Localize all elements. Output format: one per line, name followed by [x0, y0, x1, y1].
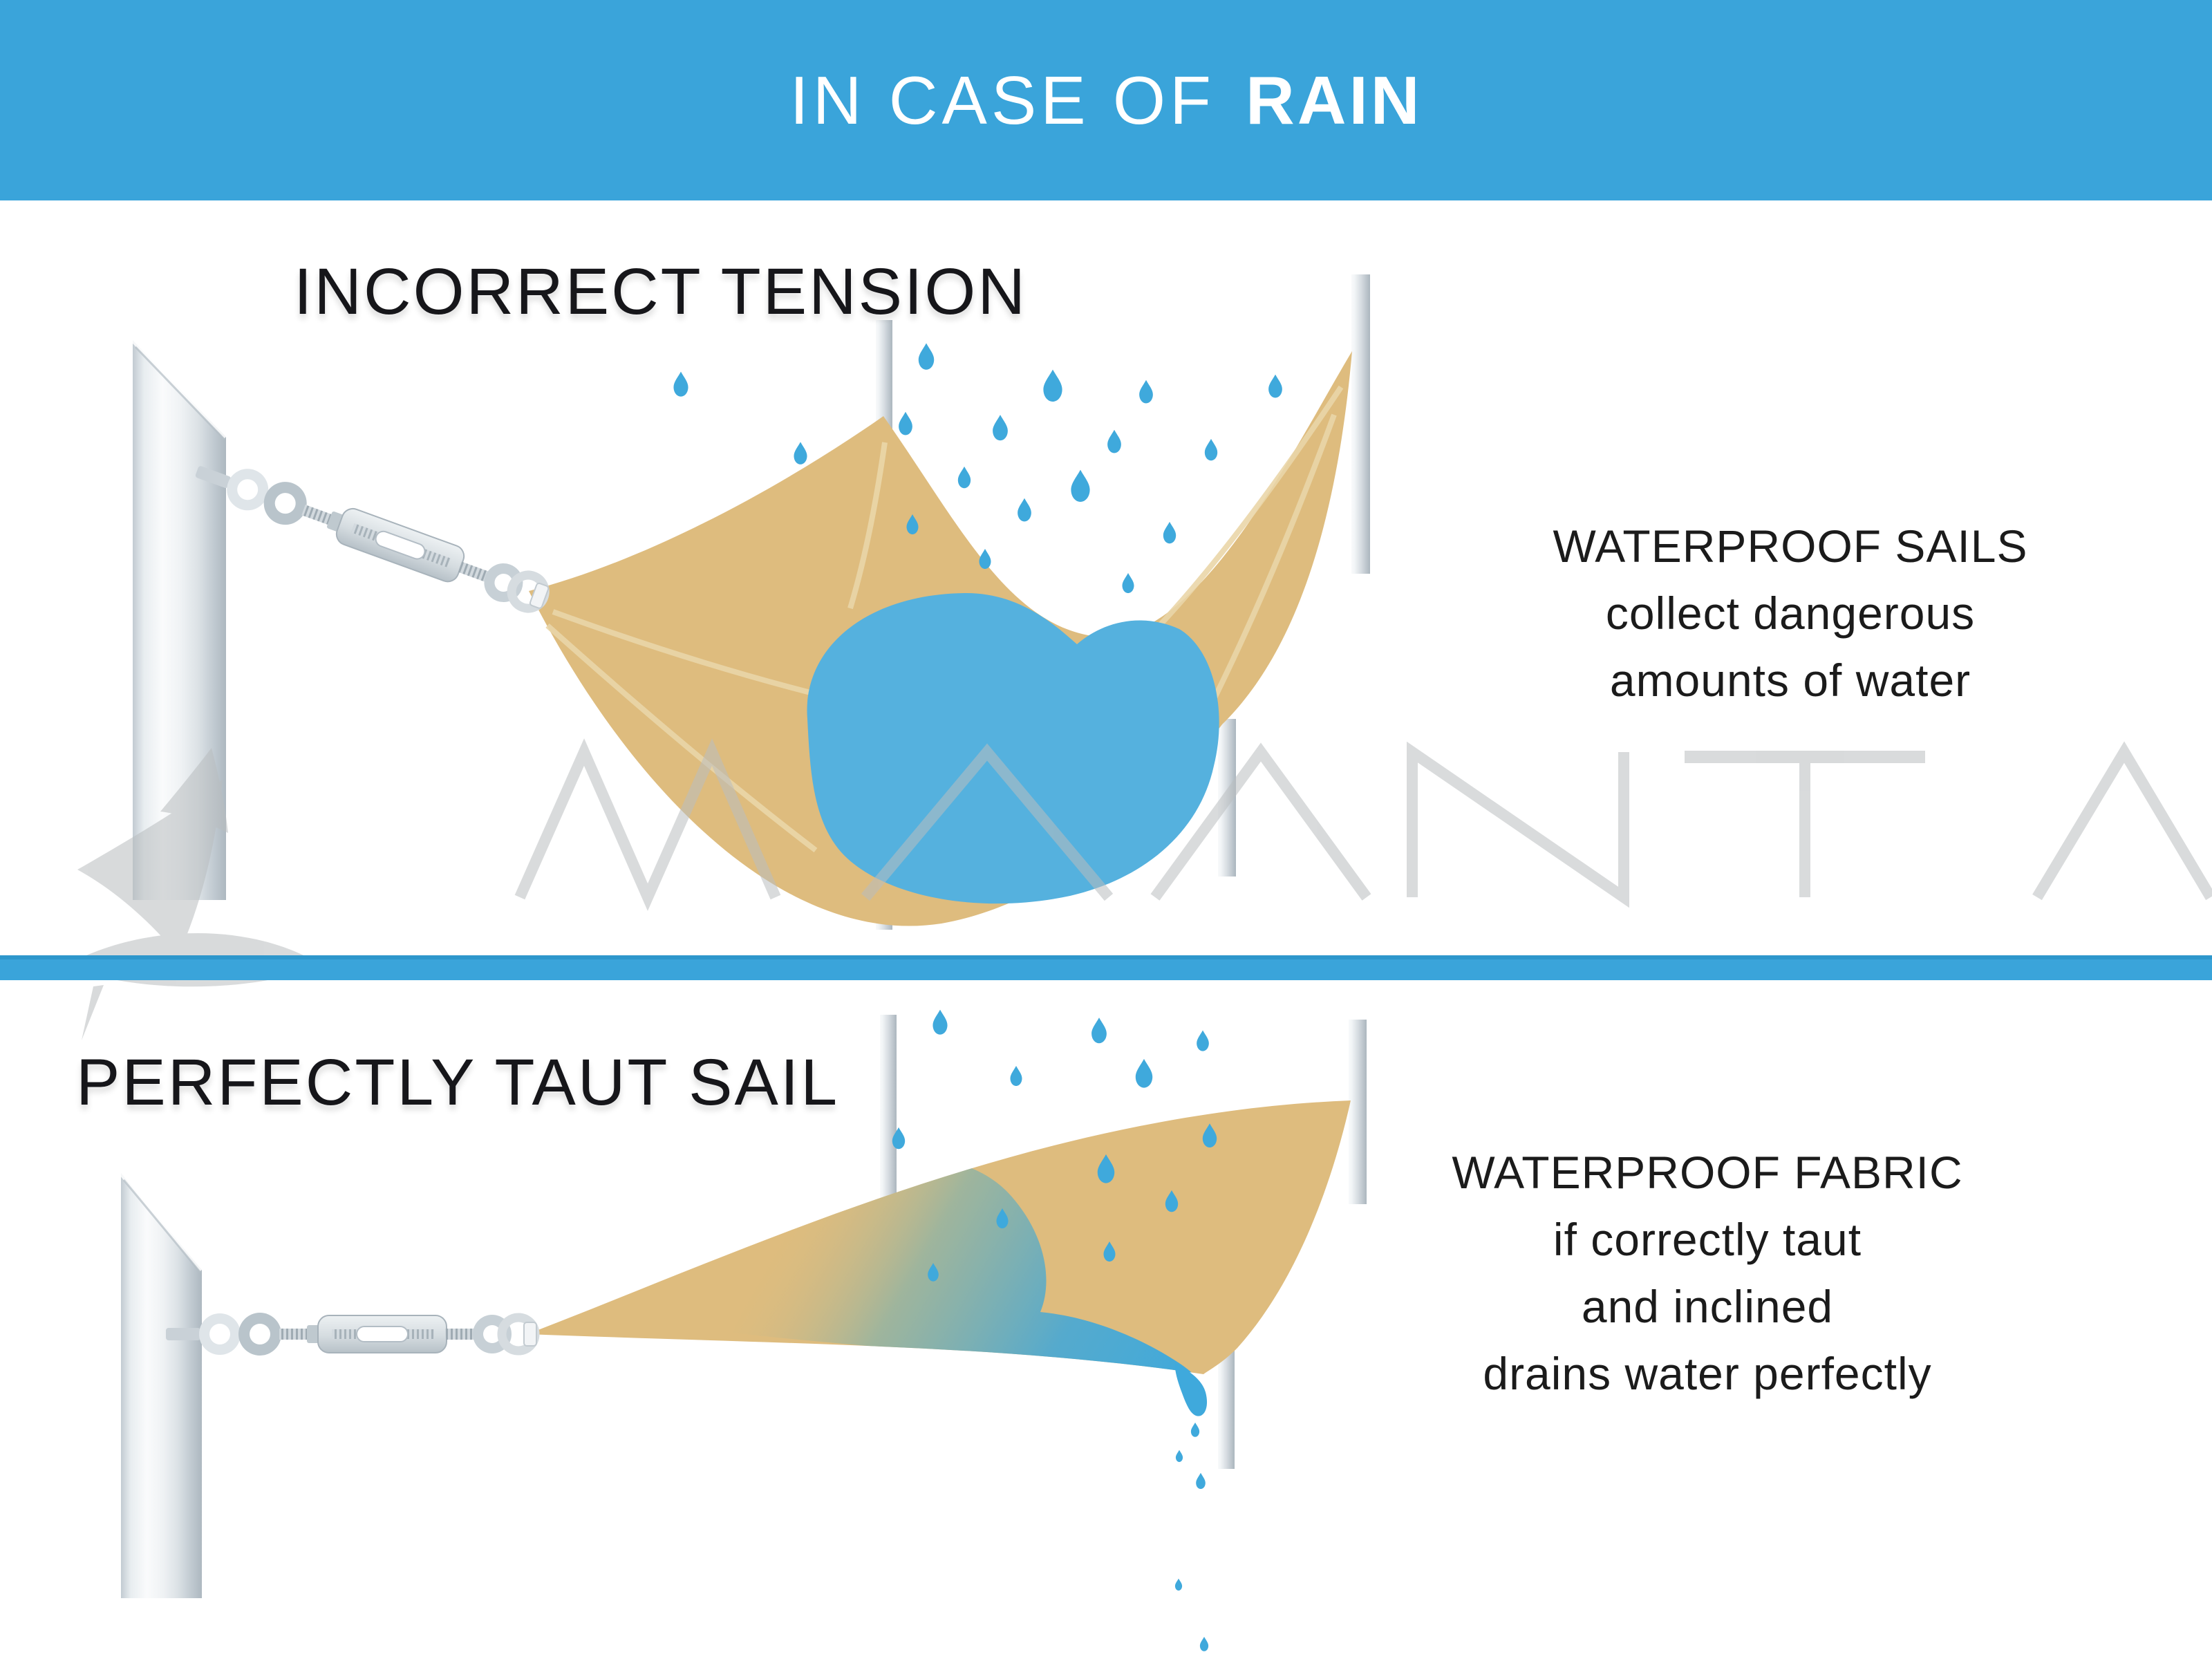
title-prefix: IN CASE OF	[789, 62, 1215, 138]
maanta-letters	[514, 738, 2212, 911]
water-overflow	[1174, 1363, 1208, 1416]
diagram-taut-sail	[119, 1009, 1367, 1651]
desc-line: WATERPROOF FABRIC	[1452, 1147, 1963, 1198]
pole-right-bottom	[1345, 1020, 1367, 1204]
desc-line: if correctly taut	[1553, 1214, 1862, 1265]
label-incorrect-tension: INCORRECT TENSION	[294, 255, 1027, 328]
desc-line: WATERPROOF SAILS	[1553, 521, 2028, 572]
description-incorrect: WATERPROOF SAILS collect dangerous amoun…	[1479, 513, 2101, 714]
section-divider	[0, 955, 2212, 980]
maanta-logo-icon	[64, 748, 324, 1040]
pole-middle-bottom	[877, 1015, 897, 1222]
turnbuckle-top	[189, 451, 552, 618]
title-emphasis: RAIN	[1245, 62, 1423, 138]
water-puddle	[807, 592, 1219, 904]
drain-drips	[1174, 1384, 1209, 1651]
page-title: IN CASE OF RAIN	[790, 62, 1423, 140]
pole-right-top	[1348, 274, 1370, 574]
diagram-incorrect-tension	[131, 274, 1370, 930]
header: IN CASE OF RAIN	[0, 0, 2212, 200]
desc-line: and inclined	[1581, 1281, 1834, 1332]
description-correct: WATERPROOF FABRIC if correctly taut and …	[1376, 1139, 2039, 1407]
water-wash	[733, 1157, 1203, 1374]
desc-line: collect dangerous	[1605, 588, 1976, 639]
label-perfectly-taut: PERFECTLY TAUT SAIL	[76, 1046, 840, 1119]
desc-line: amounts of water	[1609, 655, 1971, 706]
turnbuckle-bottom	[166, 1313, 536, 1356]
pole-left-bottom	[119, 1171, 204, 1598]
desc-line: drains water perfectly	[1483, 1348, 1932, 1399]
